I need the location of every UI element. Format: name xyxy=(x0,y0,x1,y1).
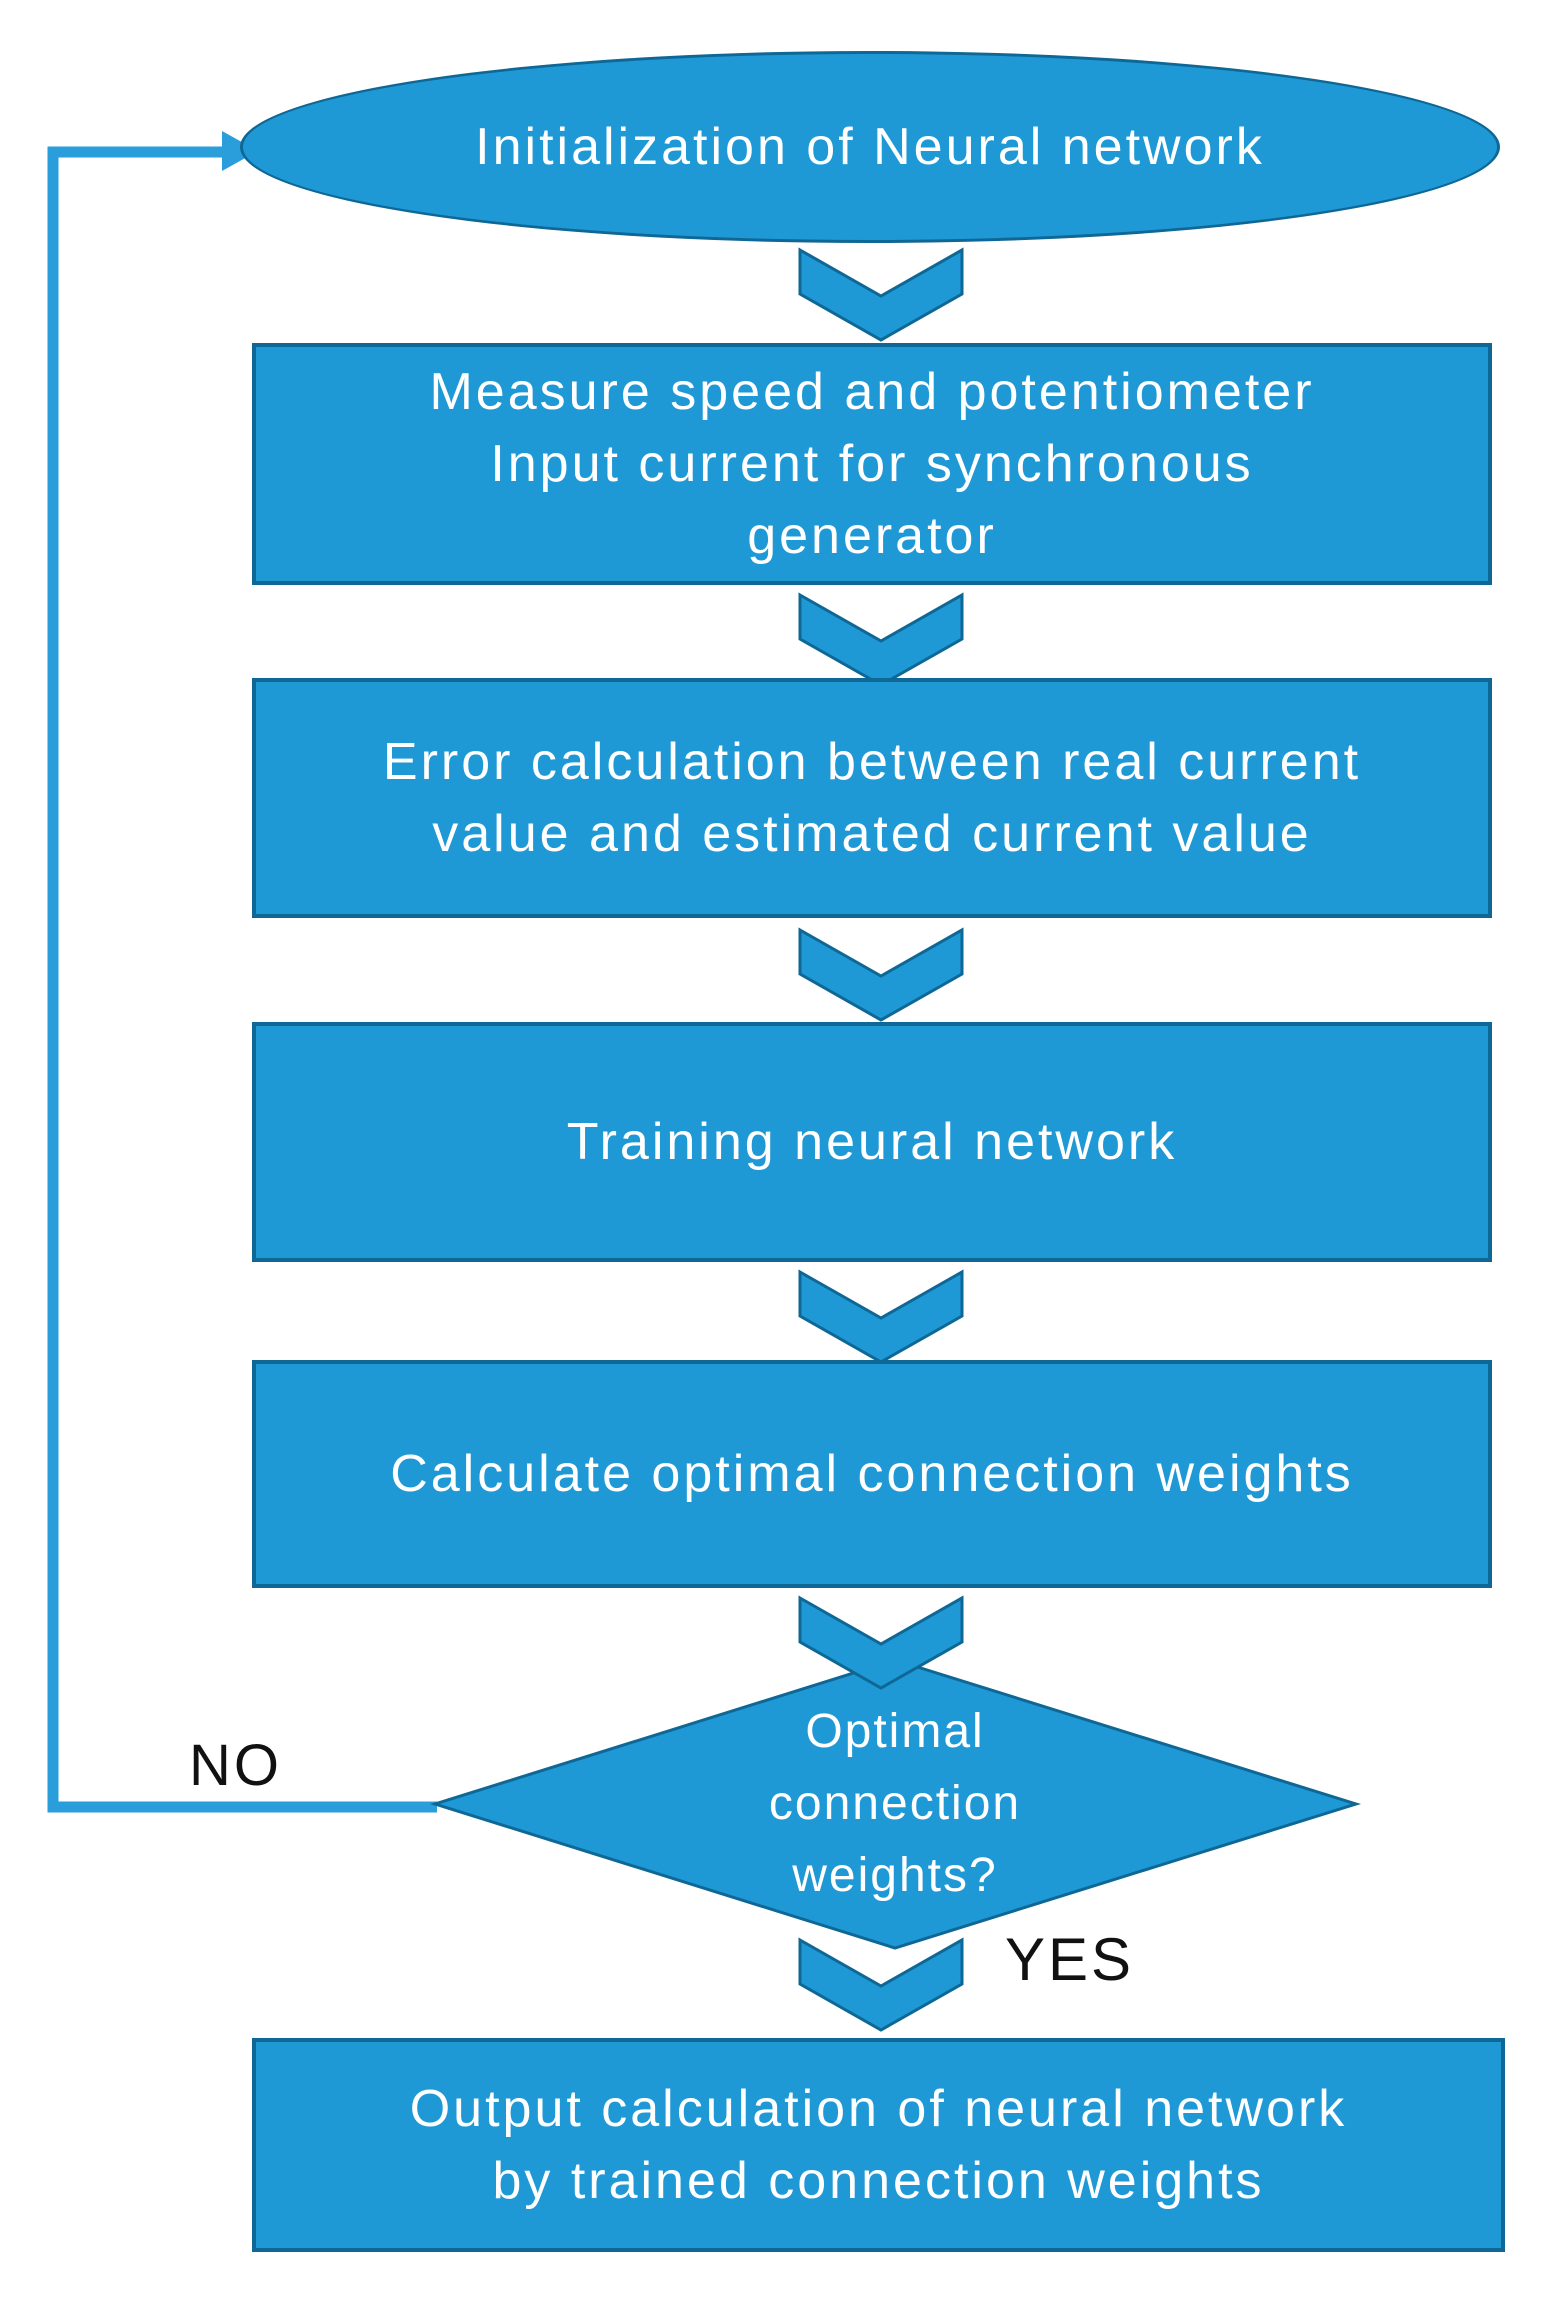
no-label: NO xyxy=(189,1733,282,1798)
decision-node-line: Optimal xyxy=(805,1705,985,1758)
process-node-line: value and estimated current value xyxy=(432,805,1312,863)
chevron-down-arrow-5 xyxy=(798,1595,964,1690)
process-node-weights: Calculate optimal connection weights xyxy=(252,1360,1492,1588)
start-node-label: Initialization of Neural network xyxy=(475,118,1265,176)
decision-node-line: weights? xyxy=(792,1849,998,1902)
end-node-line: by trained connection weights xyxy=(492,2152,1265,2210)
end-node-output: Output calculation of neural network by … xyxy=(252,2038,1505,2252)
decision-node-line: connection xyxy=(768,1777,1022,1830)
end-node-line: Output calculation of neural network xyxy=(409,2080,1348,2138)
chevron-down-arrow-6 xyxy=(798,1937,964,2032)
process-node-line: Calculate optimal connection weights xyxy=(390,1445,1354,1503)
start-node: Initialization of Neural network xyxy=(240,51,1500,243)
chevron-down-arrow-3 xyxy=(798,927,964,1022)
process-node-line: generator xyxy=(747,507,997,565)
process-node-training: Training neural network xyxy=(252,1022,1492,1262)
process-node-line: Training neural network xyxy=(566,1113,1178,1171)
process-node-line: Error calculation between real current xyxy=(382,733,1362,791)
process-node-error: Error calculation between real current v… xyxy=(252,678,1492,918)
process-node-line: Measure speed and potentiometer xyxy=(429,363,1315,421)
decision-node-label: Optimal connection weights? xyxy=(595,1688,1195,1920)
chevron-down-arrow-4 xyxy=(798,1269,964,1364)
chevron-down-arrow-1 xyxy=(798,247,964,342)
chevron-down-arrow-2 xyxy=(798,592,964,687)
process-node-line: Input current for synchronous xyxy=(490,435,1254,493)
no-loop-line xyxy=(47,146,437,1813)
decision-node-shape xyxy=(429,1658,1362,1950)
yes-label: YES xyxy=(1005,1926,1135,1993)
process-node-measure: Measure speed and potentiometer Input cu… xyxy=(252,343,1492,585)
